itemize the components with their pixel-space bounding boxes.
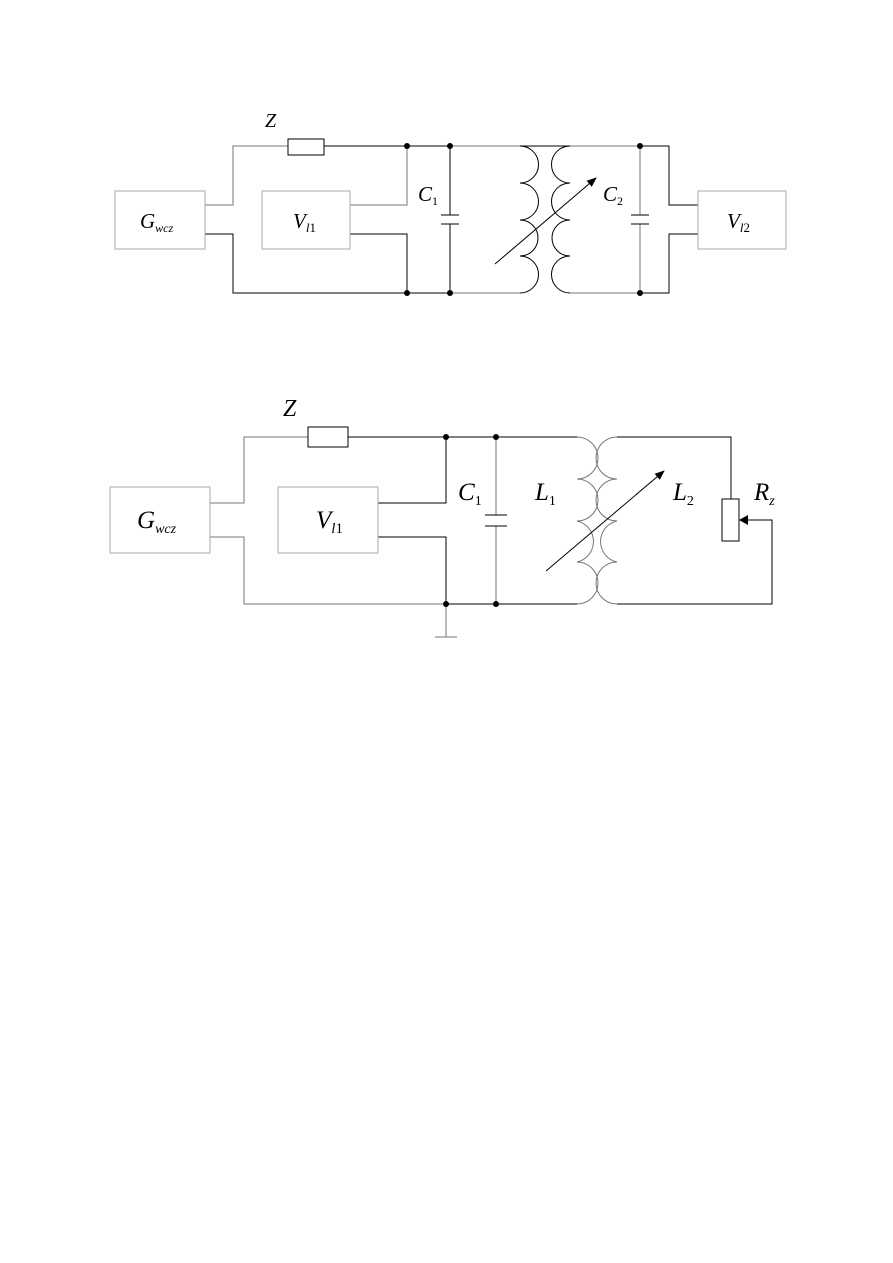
wire-gen-top xyxy=(210,436,308,504)
wire-gen-bottom xyxy=(210,536,446,605)
variable-coupling-arrow xyxy=(545,470,665,572)
diagram-2-wires xyxy=(210,436,773,638)
wiper-arrow-icon xyxy=(739,515,748,525)
capacitor-c2 xyxy=(631,214,649,225)
resistor-z xyxy=(287,138,325,156)
junction-dots xyxy=(443,434,499,607)
label-rz: Rz xyxy=(753,479,775,509)
label-voltmeter-1: Vl1 xyxy=(316,507,343,537)
label-z: Z xyxy=(265,110,277,132)
label-voltmeter-1: Vl1 xyxy=(293,209,316,235)
label-generator: Gwcz xyxy=(140,209,174,235)
label-z: Z xyxy=(283,396,297,422)
resistor-z xyxy=(307,426,349,448)
wire-v2-bottom xyxy=(640,233,698,294)
wire-gen-top xyxy=(205,145,288,206)
wire-v1-bottom xyxy=(350,233,408,293)
label-generator: Gwcz xyxy=(137,507,177,537)
label-voltmeter-2: Vl2 xyxy=(727,209,750,235)
label-l2: L2 xyxy=(672,479,694,509)
capacitor-c1 xyxy=(441,214,459,225)
voltmeter-2-box xyxy=(697,190,787,250)
wire-l2-bottom xyxy=(617,519,773,605)
inductor-1-coil xyxy=(519,145,539,294)
label-l1: L1 xyxy=(534,479,556,509)
inductor-l1-coil xyxy=(576,436,599,605)
generator-box xyxy=(109,486,211,554)
junction-dots xyxy=(404,143,643,296)
diagram-1-wires xyxy=(205,145,698,294)
voltmeter-1-box xyxy=(261,190,351,250)
diagram-2: Z Gwcz Vl1 C1 L1 L2 Rz xyxy=(109,396,775,638)
label-c1: C1 xyxy=(458,479,482,509)
inductor-l2-coil xyxy=(595,436,618,605)
wire-v1-top xyxy=(378,437,447,504)
label-c1: C1 xyxy=(418,182,438,208)
voltmeter-1-box xyxy=(277,486,379,554)
wire-l2-top xyxy=(617,436,732,499)
inductor-2-coil xyxy=(551,145,571,294)
variable-coupling-arrow xyxy=(494,177,597,265)
label-c2: C2 xyxy=(603,182,623,208)
wire-gen-bottom xyxy=(205,233,407,294)
wire-v1-top xyxy=(350,146,408,206)
wire-v1-bottom xyxy=(378,536,447,604)
wire-v2-top xyxy=(640,145,698,206)
generator-box xyxy=(114,190,206,250)
capacitor-c1 xyxy=(485,514,507,527)
diagram-1: Z Gwcz Vl1 Vl2 C1 C2 xyxy=(114,110,787,296)
load-resistor-rz xyxy=(721,498,740,542)
